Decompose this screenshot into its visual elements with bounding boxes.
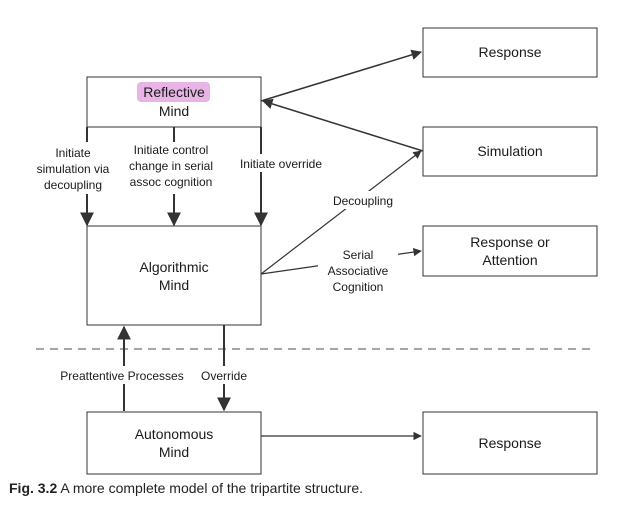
initiate-sim-label-3: decoupling xyxy=(44,178,102,192)
response-or-label: Response or xyxy=(470,234,550,250)
arrow-decoupling xyxy=(260,150,422,275)
tripartite-diagram: Reflective Mind Algorithmic Mind Autonom… xyxy=(36,27,598,475)
algorithmic-label: Algorithmic xyxy=(139,259,208,275)
initiate-control-label-2: change in serial xyxy=(129,159,213,173)
arrow-simulation-to-reflective xyxy=(261,98,424,152)
initiate-sim-label-1: Initiate xyxy=(55,146,91,160)
autonomous-mind-box xyxy=(86,411,262,475)
algorithmic-mind-box xyxy=(86,225,262,326)
initiate-control-label-1: Initiate control xyxy=(134,143,209,157)
caption-text: A more complete model of the tripartite … xyxy=(60,480,364,496)
decoupling-label: Decoupling xyxy=(333,194,393,208)
initiate-control-label-3: assoc cognition xyxy=(130,175,213,189)
simulation-label: Simulation xyxy=(477,143,542,159)
serial-label-1: Serial xyxy=(343,248,374,262)
initiate-override-label: Initiate override xyxy=(240,157,322,171)
caption-label: Fig. 3.2 xyxy=(9,480,58,496)
reflective-label: Reflective xyxy=(143,84,205,100)
arrow-to-response-top xyxy=(260,49,423,102)
algorithmic-mind-label: Mind xyxy=(159,277,189,293)
attention-label: Attention xyxy=(482,252,537,268)
override-label: Override xyxy=(201,369,247,383)
autonomous-label: Autonomous xyxy=(135,426,214,442)
reflective-mind-label: Mind xyxy=(159,103,189,119)
response-bottom-label: Response xyxy=(478,435,541,451)
reflective-highlight xyxy=(137,82,210,102)
serial-label-3: Cognition xyxy=(333,280,384,294)
response-top-label: Response xyxy=(478,44,541,60)
figure-caption: Fig. 3.2 A more complete model of the tr… xyxy=(9,480,363,496)
response-bottom-box xyxy=(422,411,598,475)
response-attention-box xyxy=(422,225,598,277)
simulation-box xyxy=(422,126,598,177)
preattentive-label: Preattentive Processes xyxy=(60,369,183,383)
response-top-box xyxy=(422,27,598,78)
autonomous-mind-label: Mind xyxy=(159,444,189,460)
serial-label-2: Associative xyxy=(328,264,389,278)
initiate-sim-label-2: simulation via xyxy=(37,162,110,176)
